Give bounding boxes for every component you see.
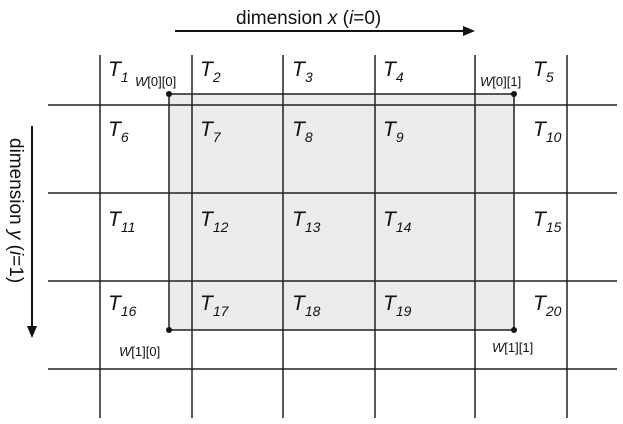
tile-label: T12 xyxy=(200,208,229,235)
tile-label: T16 xyxy=(108,292,137,319)
x-axis-label: dimension x (i=0) xyxy=(236,8,381,29)
tile-label: T18 xyxy=(292,292,321,319)
y-axis-label: dimension y (i=1) xyxy=(5,138,26,283)
tile-label: T17 xyxy=(200,292,230,319)
tile-label: T10 xyxy=(533,118,562,145)
tile-label: T19 xyxy=(383,292,412,319)
tile-label: T2 xyxy=(200,58,221,85)
tile-label: T15 xyxy=(533,208,562,235)
y-axis-arrow-head-icon xyxy=(27,326,37,338)
corner-dot xyxy=(166,91,172,97)
tile-label: T1 xyxy=(108,58,129,85)
window-region xyxy=(168,93,515,331)
tile-label: T4 xyxy=(383,58,404,85)
window-corners xyxy=(166,91,517,333)
tile-label: T13 xyxy=(292,208,321,235)
corner-dot xyxy=(166,327,172,333)
tile-label: T20 xyxy=(533,292,562,319)
tile-label: T3 xyxy=(292,58,313,85)
x-axis-arrow-head-icon xyxy=(463,26,475,36)
corner-label-01: W[0][1] xyxy=(480,74,521,89)
tile-label: T7 xyxy=(200,118,222,145)
corner-label-10: W[1][0] xyxy=(119,344,160,359)
tile-label: T11 xyxy=(108,208,135,235)
tile-label: T5 xyxy=(533,58,554,85)
corner-dot xyxy=(511,327,517,333)
corner-dot xyxy=(511,91,517,97)
corner-label-11: W[1][1] xyxy=(492,340,533,355)
tile-label: T14 xyxy=(383,208,412,235)
tile-label: T6 xyxy=(108,118,129,145)
tile-label: T8 xyxy=(292,118,313,145)
corner-label-00: W[0][0] xyxy=(135,74,176,89)
grid-lines xyxy=(48,55,617,418)
tile-label: T9 xyxy=(383,118,404,145)
